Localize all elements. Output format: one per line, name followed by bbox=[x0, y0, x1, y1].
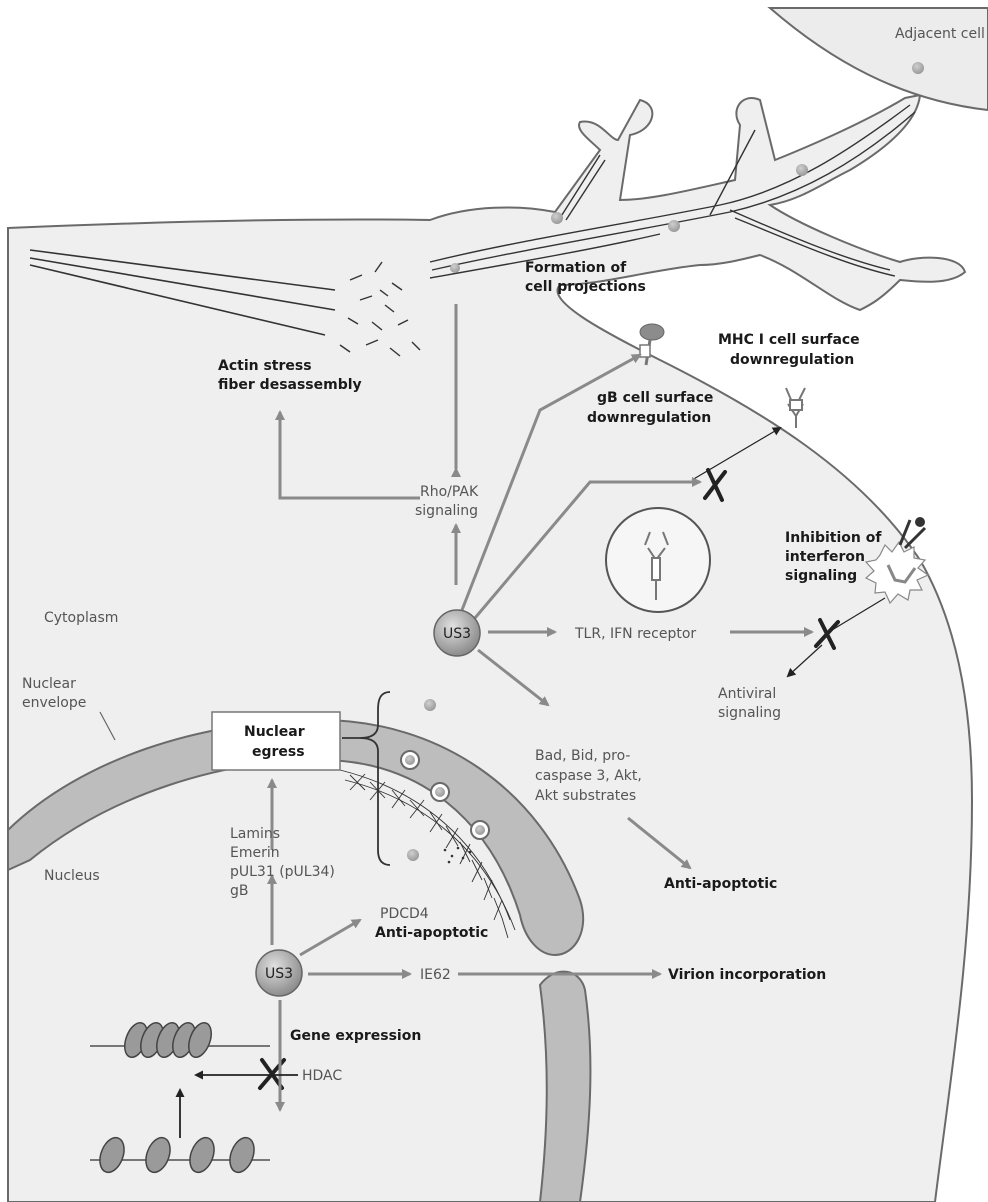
nucleus-label: Nucleus bbox=[44, 868, 100, 884]
virion-particle bbox=[450, 263, 460, 273]
mhc-label-2: downregulation bbox=[730, 352, 854, 368]
lamins-label-2: Emerin bbox=[230, 845, 280, 861]
hdac-label: HDAC bbox=[302, 1068, 342, 1084]
mhc-i-receptor bbox=[786, 388, 805, 428]
cytoplasm-label: Cytoplasm bbox=[44, 610, 118, 626]
adjacent-cell-label: Adjacent cell bbox=[895, 26, 985, 42]
actin-label: Actin stress bbox=[218, 358, 312, 374]
virion-particle bbox=[796, 164, 808, 176]
bad-label: Bad, Bid, pro- bbox=[535, 748, 630, 764]
ie62-label: IE62 bbox=[420, 967, 451, 983]
anti-apoptotic-right-label: Anti-apoptotic bbox=[664, 876, 777, 892]
nuclear-envelope-label: Nuclear bbox=[22, 676, 76, 692]
anti-apoptotic-left-label: Anti-apoptotic bbox=[375, 925, 488, 941]
ifn-label: Inhibition of bbox=[785, 530, 882, 546]
antiviral-label: Antiviral bbox=[718, 686, 776, 702]
ifn-label-3: signaling bbox=[785, 568, 857, 584]
gb-label: gB cell surface bbox=[597, 390, 713, 406]
gb-label-2: downregulation bbox=[587, 410, 711, 426]
nuclear-envelope-lower bbox=[540, 972, 590, 1202]
tlr-label: TLR, IFN receptor bbox=[574, 626, 696, 642]
rho-label: Rho/PAK bbox=[420, 484, 479, 500]
formation-label: Formation of bbox=[525, 260, 627, 276]
virion-particle bbox=[912, 62, 924, 74]
actin-label-2: fiber desassembly bbox=[218, 377, 362, 393]
us3-top-label: US3 bbox=[443, 626, 471, 642]
virion-label: Virion incorporation bbox=[668, 967, 826, 983]
lamins-label-4: gB bbox=[230, 883, 249, 899]
pdcd4-label: PDCD4 bbox=[380, 906, 429, 922]
bad-label-3: Akt substrates bbox=[535, 788, 636, 804]
adjacent-cell bbox=[770, 8, 988, 110]
egress-label: Nuclear bbox=[244, 724, 305, 740]
lamins-label-3: pUL31 (pUL34) bbox=[230, 864, 335, 880]
ifn-label-2: interferon bbox=[785, 549, 865, 565]
gene-expression-label: Gene expression bbox=[290, 1028, 421, 1044]
us3-bottom-label: US3 bbox=[265, 966, 293, 982]
mhc-label: MHC I cell surface bbox=[718, 332, 860, 348]
egress-label-2: egress bbox=[252, 744, 305, 760]
rho-label-2: signaling bbox=[415, 503, 478, 519]
nuclear-envelope-label-2: envelope bbox=[22, 695, 86, 711]
lamins-label: Lamins bbox=[230, 826, 280, 842]
virion-particle bbox=[551, 212, 563, 224]
bad-label-2: caspase 3, Akt, bbox=[535, 768, 642, 784]
virion-particle bbox=[668, 220, 680, 232]
antiviral-label-2: signaling bbox=[718, 705, 781, 721]
nuclear-egress-box bbox=[212, 712, 340, 770]
formation-label-2: cell projections bbox=[525, 279, 646, 295]
